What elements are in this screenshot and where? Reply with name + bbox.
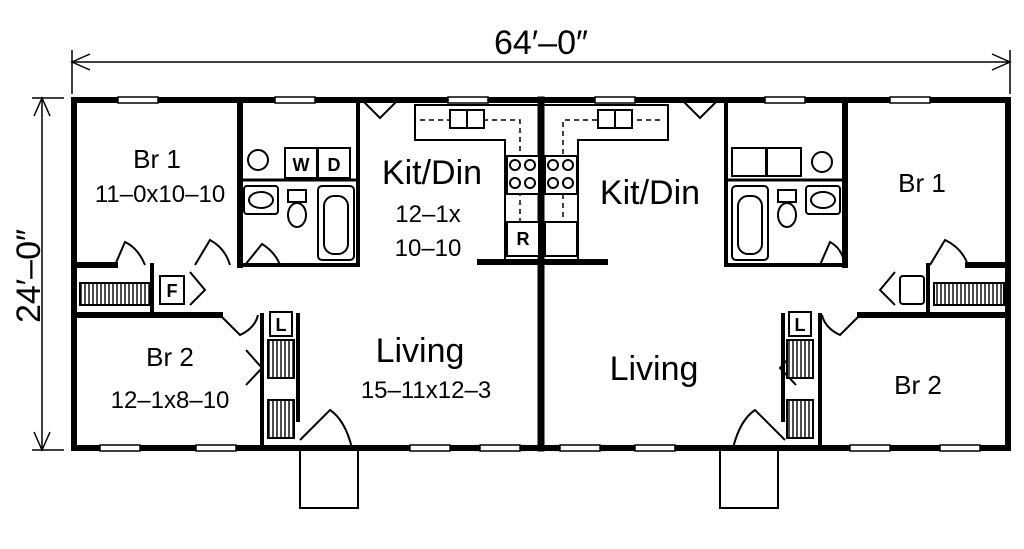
closets [79,282,1005,439]
left-living-name: Living [376,332,465,370]
svg-text:D: D [328,155,341,175]
refrigerator: R [506,221,540,257]
right-br2-name: Br 2 [894,370,942,400]
left-br2-size: 12–1x8–10 [111,387,230,414]
right-br1-name: Br 1 [898,168,946,198]
washer: W [284,147,318,179]
width-label: 64′–0″ [494,24,588,62]
svg-text:R: R [517,229,530,249]
svg-text:F: F [167,281,178,301]
svg-text:L: L [795,315,806,335]
left-kitchen-name: Kit/Din [382,154,482,192]
windows [99,96,981,452]
left-bath-fixtures [243,149,355,261]
left-br1-name: Br 1 [133,144,181,174]
depth-label: 24′–0″ [10,229,48,323]
linen-closet-right: L [788,311,812,337]
right-living-name: Living [610,350,699,388]
furnace-right [899,275,925,305]
right-bath-fixtures [731,147,841,261]
svg-text:W: W [293,155,310,175]
stoop-left [299,447,359,509]
width-dimension: 64′–0″ [70,24,1012,94]
stoop-right [719,447,779,509]
left-kitchen-counter [414,104,541,261]
right-kitchen-name: Kit/Din [600,174,700,212]
dryer: D [317,147,351,179]
walls [71,96,1011,452]
left-living-size: 15–11x12–3 [361,377,491,404]
left-br2-name: Br 2 [146,342,194,372]
left-kitchen-size-2: 10–10 [395,235,462,262]
furnace: F [159,275,185,305]
svg-text:L: L [276,315,287,335]
left-kitchen-size-1: 12–1x [395,201,460,228]
depth-dimension: 24′–0″ [10,96,64,452]
left-br1-size: 11–0x10–10 [95,181,225,208]
right-kitchen-counter [542,104,669,261]
linen-closet-left: L [269,311,293,337]
